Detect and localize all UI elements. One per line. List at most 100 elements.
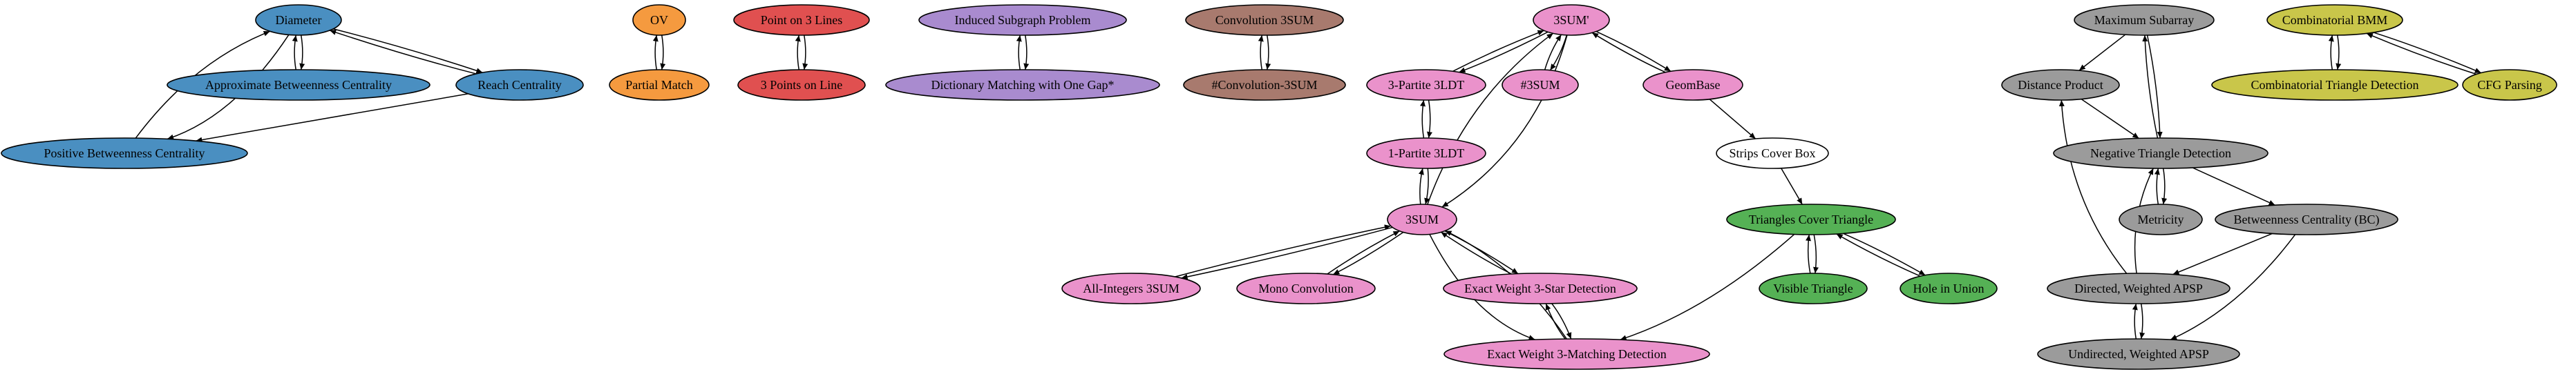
node-abc-shape bbox=[167, 69, 430, 101]
node-ai3-shape bbox=[1061, 273, 1201, 304]
edge-conv-to-hconv bbox=[1265, 35, 1271, 70]
node-hconv-shape bbox=[1183, 69, 1346, 101]
node-ntd-shape bbox=[2053, 137, 2269, 169]
edge-ctd-to-cbmm bbox=[2328, 35, 2334, 70]
node-h3sum: #3SUM bbox=[1502, 69, 1579, 101]
edge-maxsub-to-ntd bbox=[2146, 35, 2163, 139]
edge-layer bbox=[135, 28, 2481, 341]
edge-s3-to-o3ldt bbox=[1418, 168, 1424, 205]
edge-dwapsp-to-dprod bbox=[2058, 99, 2128, 274]
edge-s3p-to-geom bbox=[1595, 30, 1671, 72]
edge-geom-to-s3p bbox=[1591, 32, 1666, 73]
edge-uwapsp-to-dwapsp bbox=[2132, 303, 2138, 340]
node-isp: Induced Subgraph Problem bbox=[918, 4, 1127, 36]
node-diameter: Diameter bbox=[255, 4, 342, 36]
edge-s3-to-s3p bbox=[1427, 32, 1554, 205]
edge-cfg-to-cbmm bbox=[2366, 32, 2477, 75]
node-dwapsp-shape bbox=[2047, 273, 2231, 304]
node-uwapsp: Undirected, Weighted APSP bbox=[2037, 338, 2240, 370]
node-uwapsp-label: Undirected, Weighted APSP bbox=[2068, 347, 2209, 361]
node-p3l-shape bbox=[733, 4, 870, 36]
node-ov: OV bbox=[632, 4, 686, 36]
node-diameter-label: Diameter bbox=[276, 13, 322, 27]
node-h3sum-shape bbox=[1502, 69, 1579, 101]
edge-ntd-to-bc bbox=[2192, 167, 2275, 206]
node-geom-label: GeomBase bbox=[1666, 78, 1721, 92]
edge-ew3s-to-ew3m bbox=[1551, 303, 1572, 340]
edge-cbmm-to-ctd bbox=[2336, 35, 2342, 70]
edge-dmg-to-isp bbox=[1016, 35, 1022, 70]
edge-s3-to-mono bbox=[1332, 231, 1404, 275]
edge-t3ldt-to-s3p bbox=[1452, 30, 1544, 72]
edge-reach-to-diameter bbox=[329, 30, 477, 75]
edge-reach-to-pbc bbox=[196, 93, 468, 143]
node-p3pl-shape bbox=[737, 69, 866, 101]
node-t3ldt-label: 3-Partite 3LDT bbox=[1388, 78, 1464, 92]
edge-ew3m-to-ew3s bbox=[1545, 303, 1566, 340]
node-pbc: Positive Betweenness Centrality bbox=[1, 137, 248, 169]
node-vis: Visible Triangle bbox=[1759, 273, 1868, 304]
edge-s3p-to-t3ldt bbox=[1459, 31, 1549, 73]
node-bc-label: Betweenness Centrality (BC) bbox=[2234, 213, 2380, 227]
edge-dprod-to-ntd bbox=[2081, 98, 2139, 139]
node-hole: Hole in Union bbox=[1900, 273, 1998, 304]
node-s3-label: 3SUM bbox=[1405, 213, 1439, 226]
node-conv-label: Convolution 3SUM bbox=[1215, 13, 1314, 27]
edge-maxsub-to-dprod bbox=[2078, 34, 2126, 71]
node-dwapsp-label: Directed, Weighted APSP bbox=[2074, 282, 2203, 295]
node-strips-label: Strips Cover Box bbox=[1729, 146, 1815, 160]
node-conv-shape bbox=[1185, 4, 1344, 36]
edge-abc-to-diameter bbox=[292, 35, 298, 70]
node-hole-label: Hole in Union bbox=[1913, 282, 1985, 295]
node-mono-shape bbox=[1236, 273, 1376, 304]
node-p3pl: 3 Points on Line bbox=[737, 69, 866, 101]
node-p3l-label: Point on 3 Lines bbox=[761, 13, 843, 27]
edge-hole-to-tct bbox=[1836, 233, 1921, 277]
node-maxsub-label: Maximum Subarray bbox=[2094, 13, 2194, 27]
node-maxsub-shape bbox=[2074, 4, 2215, 36]
node-pbc-shape bbox=[1, 137, 248, 169]
edge-vis-to-tct bbox=[1806, 234, 1811, 274]
node-uwapsp-shape bbox=[2037, 338, 2240, 370]
edge-strips-to-tct bbox=[1781, 168, 1803, 205]
node-ew3s: Exact Weight 3-Star Detection bbox=[1443, 273, 1638, 304]
node-metric: Metricity bbox=[2119, 204, 2203, 235]
edge-tct-to-hole bbox=[1843, 233, 1926, 276]
node-reach: Reach Centrality bbox=[455, 69, 584, 101]
node-ew3m-label: Exact Weight 3-Matching Detection bbox=[1487, 347, 1667, 361]
node-ov-label: OV bbox=[650, 13, 668, 27]
edge-ai3-to-s3 bbox=[1175, 224, 1391, 277]
edge-mono-to-s3 bbox=[1327, 231, 1400, 275]
edge-ntd-to-maxsub bbox=[2142, 35, 2159, 139]
node-metric-shape bbox=[2119, 204, 2203, 235]
edge-s3-to-ai3 bbox=[1181, 226, 1393, 280]
node-dmg: Dictionary Matching with One Gap* bbox=[885, 69, 1160, 101]
node-o3ldt-shape bbox=[1366, 137, 1486, 169]
node-dprod-label: Distance Product bbox=[2018, 78, 2103, 92]
node-t3ldt: 3-Partite 3LDT bbox=[1366, 69, 1486, 101]
node-hconv: #Convolution-3SUM bbox=[1183, 69, 1346, 101]
edge-ov-to-partial bbox=[660, 35, 666, 70]
edge-s3-to-ew3s bbox=[1444, 230, 1519, 275]
edge-ntd-to-metric bbox=[2161, 168, 2168, 205]
node-ai3-label: All-Integers 3SUM bbox=[1083, 282, 1179, 295]
node-mono: Mono Convolution bbox=[1236, 273, 1376, 304]
node-geom: GeomBase bbox=[1642, 69, 1743, 101]
edge-s3p-to-s3 bbox=[1441, 35, 1568, 208]
edge-h3sum-to-s3p bbox=[1544, 34, 1562, 70]
node-reach-label: Reach Centrality bbox=[477, 78, 561, 92]
edge-bc-to-uwapsp bbox=[2170, 234, 2296, 340]
edge-geom-to-strips bbox=[1709, 99, 1756, 139]
node-p3l: Point on 3 Lines bbox=[733, 4, 870, 36]
node-tct-label: Triangles Cover Triangle bbox=[1749, 213, 1873, 226]
node-conv: Convolution 3SUM bbox=[1185, 4, 1344, 36]
node-ctd: Combinatorial Triangle Detection bbox=[2211, 69, 2459, 101]
node-strips: Strips Cover Box bbox=[1716, 137, 1829, 169]
node-partial-label: Partial Match bbox=[625, 78, 692, 92]
node-partial: Partial Match bbox=[609, 69, 710, 101]
node-ew3s-label: Exact Weight 3-Star Detection bbox=[1464, 282, 1616, 295]
node-s3p-shape bbox=[1533, 4, 1610, 36]
node-ctd-label: Combinatorial Triangle Detection bbox=[2251, 78, 2419, 92]
node-abc: Approximate Betweenness Centrality bbox=[167, 69, 430, 101]
